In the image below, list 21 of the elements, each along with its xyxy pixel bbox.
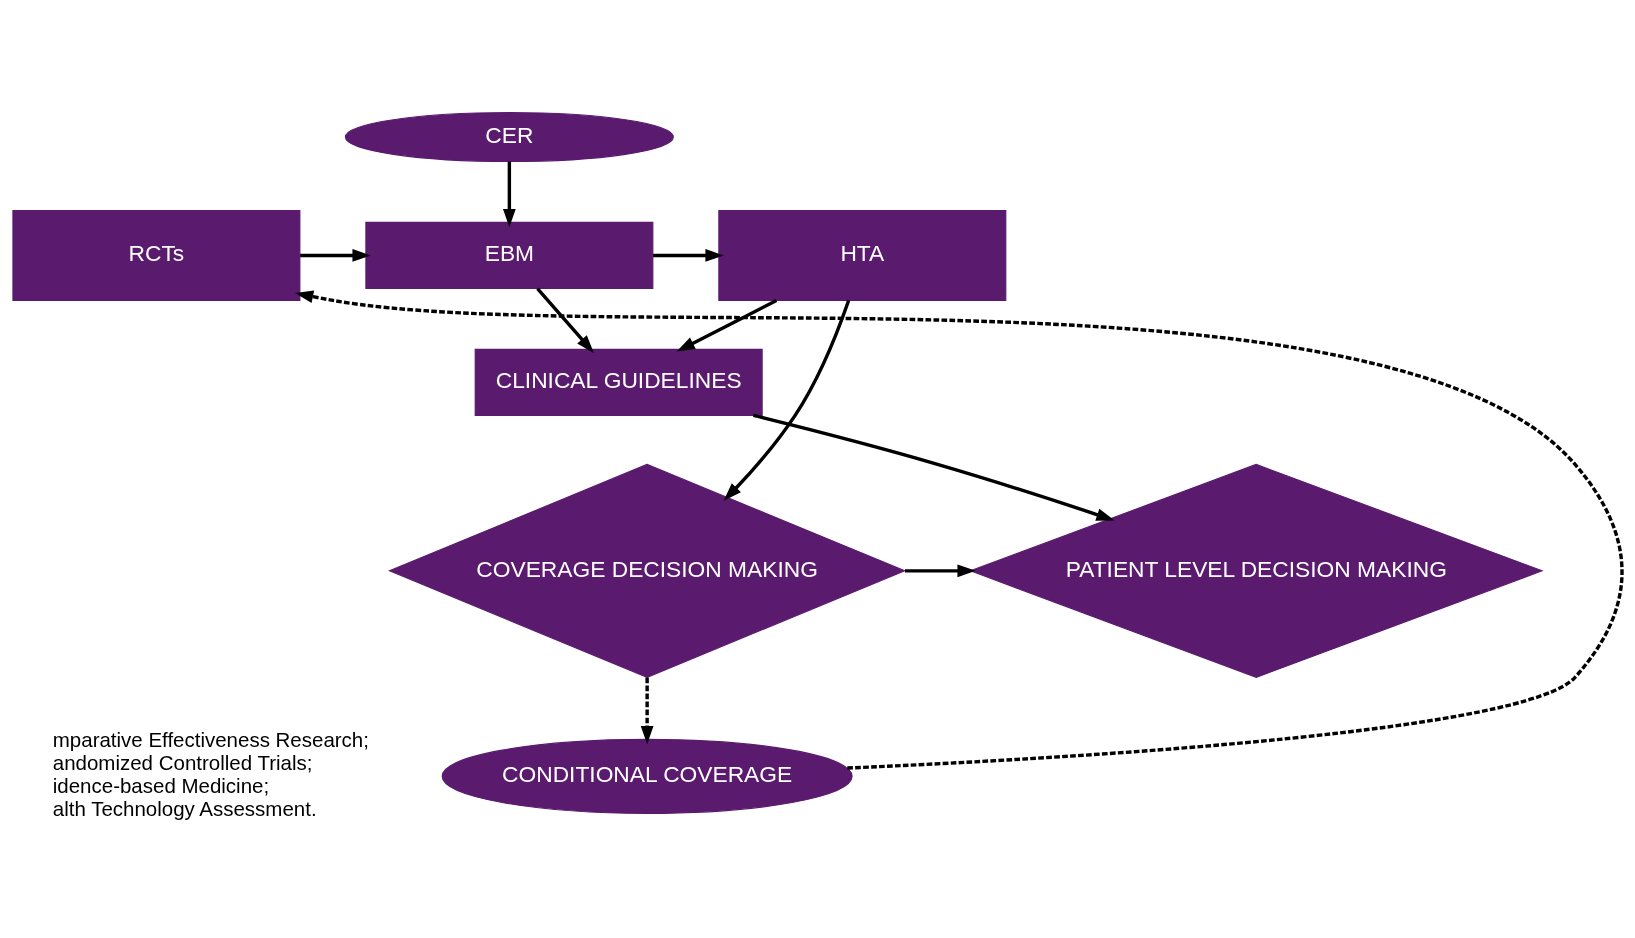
node-box: HTA — [718, 209, 1007, 301]
arrow — [300, 248, 371, 262]
node-box: EBM — [365, 221, 654, 289]
node-ellipse: CER — [344, 111, 674, 162]
arrow — [502, 161, 516, 227]
label: andomized Controlled Trials; — [52, 750, 313, 774]
label: alth Technology Assessment. — [52, 796, 317, 820]
node-box: CLINICAL GUIDELINES — [474, 348, 763, 416]
node-box: RCTs — [12, 209, 301, 301]
arrow — [653, 248, 724, 262]
label: idence-based Medicine; — [52, 773, 270, 797]
arrow — [676, 298, 778, 352]
node-diamond: COVERAGE DECISION MAKING — [388, 463, 907, 678]
arrow — [536, 287, 594, 353]
arrow — [640, 676, 654, 744]
arrow — [753, 413, 1115, 521]
arrow — [723, 299, 851, 501]
arrow — [905, 563, 976, 577]
arrow — [295, 289, 1624, 770]
node-ellipse: CONDITIONAL COVERAGE — [441, 738, 853, 814]
label: mparative Effectiveness Research; — [52, 727, 369, 751]
